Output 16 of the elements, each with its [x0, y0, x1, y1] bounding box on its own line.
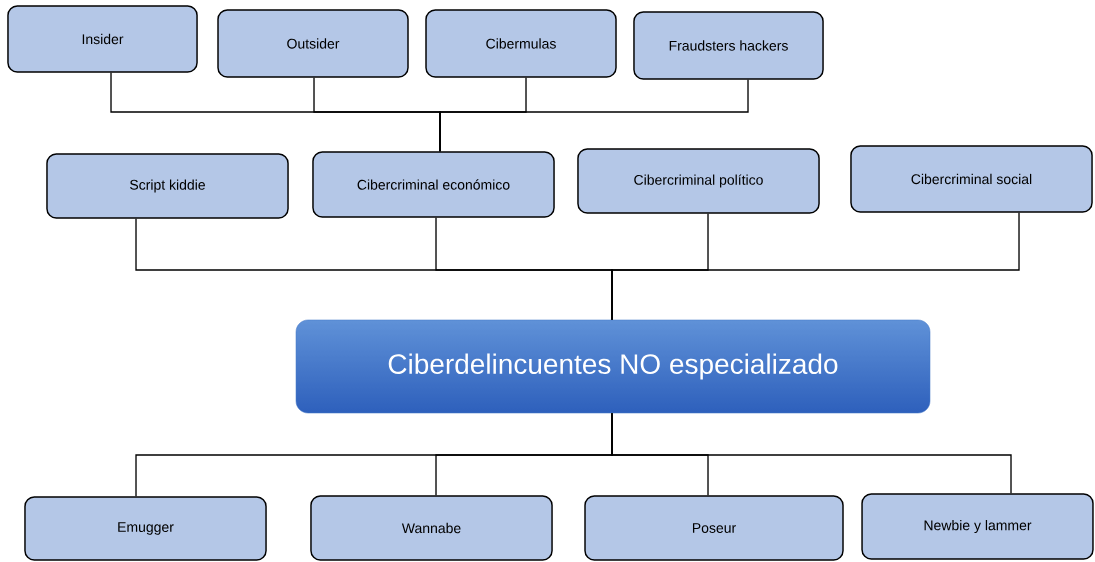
category-box: Wannabe: [310, 495, 553, 561]
connector-line: [611, 412, 1012, 494]
category-box: Outsider: [217, 9, 409, 78]
category-box: Insider: [7, 5, 198, 73]
category-box: Cibercriminal económico: [312, 151, 555, 218]
title-box: Ciberdelincuentes NO especializado: [295, 319, 931, 414]
category-box: Poseur: [584, 495, 844, 561]
category-box: Cibermulas: [425, 9, 617, 78]
category-box: Script kiddie: [46, 153, 289, 219]
connector-line: [611, 212, 1020, 321]
category-box: Fraudsters hackers: [633, 11, 824, 80]
connector-line: [439, 79, 749, 152]
category-box: Newbie y lammer: [861, 493, 1094, 560]
category-box: Cibercriminal político: [577, 148, 820, 214]
category-box: Emugger: [24, 496, 267, 561]
category-box: Cibercriminal social: [850, 145, 1093, 213]
